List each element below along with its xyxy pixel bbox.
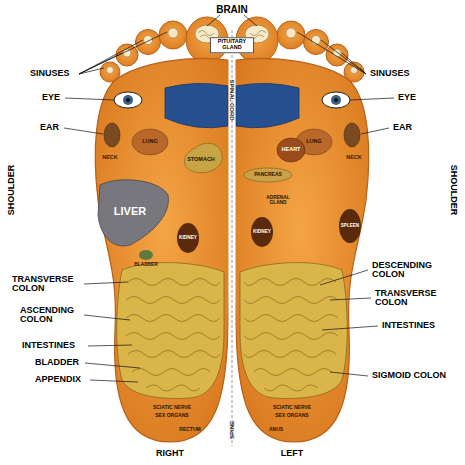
zone-label: EAR (40, 123, 59, 132)
organ-label: SCIATIC NERVE (273, 405, 311, 410)
spine-strip (229, 28, 236, 448)
organ-label: SEX ORGANS (275, 413, 308, 418)
organ-label: ADRENAL GLAND (263, 195, 293, 205)
organ-label: SEX ORGANS (155, 413, 188, 418)
leader-lines (64, 15, 394, 382)
zone-label: SHOULDER (448, 165, 457, 216)
organ-label: RECTUM (179, 427, 200, 432)
organ-label: PANCREAS (254, 172, 282, 177)
zone-label: SIGMOID COLON (372, 371, 446, 380)
zone-label: DESCENDING COLON (372, 261, 442, 280)
gall-bladder-drawing (139, 250, 153, 260)
stomach-drawing (184, 143, 222, 172)
zone-label: EYE (42, 93, 60, 102)
zone-label: EYE (398, 93, 416, 102)
organ-label: SCIATIC NERVE (153, 405, 191, 410)
liver-drawing (98, 180, 168, 246)
zone-label: INTESTINES (22, 341, 75, 350)
organ-label: STOMACH (187, 157, 215, 163)
zone-label: SINUSES (30, 69, 70, 78)
brain-label: BRAIN (216, 5, 248, 16)
zone-label: ASCENDING COLON (20, 306, 84, 325)
zone-label: BLADDER (35, 358, 79, 367)
organ-label: NECK (102, 155, 118, 161)
kidney-drawing (177, 223, 199, 253)
pituitary-label: PITUITARY GLAND (210, 37, 254, 53)
organ-label: HEART (282, 147, 301, 153)
pancreas-drawing (244, 168, 292, 182)
spleen-drawing (339, 209, 361, 243)
kidney-drawing (251, 217, 273, 247)
side-label: RIGHT (156, 449, 184, 458)
right-foot (95, 17, 232, 442)
organ-label: BLADDER (134, 262, 157, 267)
organ-label: NECK (346, 155, 362, 161)
zone-label: SHOULDER (7, 165, 16, 216)
organ-label: ANUS (269, 427, 283, 432)
zone-label: SINUSES (370, 69, 410, 78)
organ-label: LUNG (306, 139, 322, 145)
spinal-cord-label: SPINAL CORD (229, 79, 235, 120)
zone-label: INTESTINES (382, 321, 435, 330)
side-label: LEFT (281, 449, 304, 458)
organ-label: KIDNEY (179, 235, 197, 240)
zone-label: APPENDIX (35, 375, 81, 384)
organ-label: SPLEEN (341, 224, 359, 229)
organ-label: KIDNEY (253, 229, 271, 234)
zone-label: EAR (393, 123, 412, 132)
organ-label: LIVER (114, 206, 146, 218)
spine-label: SPINE (229, 421, 235, 439)
heart-drawing (277, 138, 305, 162)
left-foot (232, 17, 369, 442)
zone-label: TRANSVERSE COLON (12, 275, 82, 294)
zone-label: TRANSVERSE COLON (375, 289, 445, 308)
organ-label: LUNG (142, 139, 158, 145)
